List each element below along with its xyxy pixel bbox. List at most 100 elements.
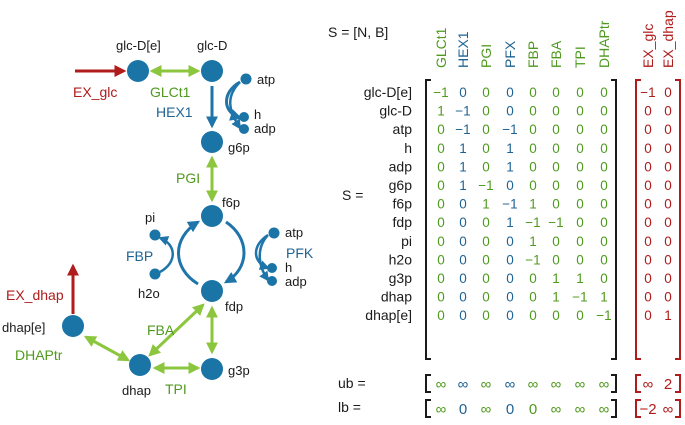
matrix-cell: 0 <box>482 252 490 267</box>
label-dhap-e: dhap[e] <box>2 320 45 335</box>
matrix-cell: 0 <box>600 141 608 156</box>
lb-b-value: ∞ <box>663 401 674 418</box>
dhaptr-arrow <box>83 335 131 362</box>
ub-value: ∞ <box>436 376 447 393</box>
lb-value: ∞ <box>481 401 492 418</box>
ub-left-bracket <box>425 374 431 393</box>
label-f6p: f6p <box>222 195 240 210</box>
matrix-cell: 0 <box>552 178 560 193</box>
label-glc-c: glc-D <box>197 38 227 53</box>
matrix-cell: 0 <box>506 308 514 323</box>
matrix-cell: 0 <box>482 271 490 286</box>
pfk-cofactor-arc-2 <box>258 234 270 282</box>
b-matrix-cell: 0 <box>664 271 672 286</box>
matrix-cell: 0 <box>600 178 608 193</box>
s-equals-label: S = <box>342 187 363 203</box>
row-label: g6p <box>389 177 413 193</box>
node-f6p <box>201 205 223 227</box>
matrix-cell: 0 <box>459 308 467 323</box>
matrix-cell: 0 <box>529 178 537 193</box>
ub-value: ∞ <box>551 376 562 393</box>
matrix-cell: 0 <box>576 178 584 193</box>
matrix-cell: 0 <box>437 290 445 305</box>
matrix-cell: 1 <box>482 197 490 212</box>
ub-b-value: 2 <box>664 376 672 393</box>
b-column-header: EX_glc <box>640 24 656 68</box>
matrix-brackets <box>425 79 681 418</box>
matrix-cell: 1 <box>506 141 514 156</box>
matrix-cell: 0 <box>529 104 537 119</box>
matrix-cell: 1 <box>576 271 584 286</box>
matrix-cell: 0 <box>437 215 445 230</box>
label-h-top: h <box>254 107 261 122</box>
row-label: h <box>404 140 412 156</box>
b-matrix-cell: 0 <box>664 197 672 212</box>
row-label: h2o <box>389 251 413 267</box>
row-label: glc-D <box>379 103 412 119</box>
b-matrix-cell: 0 <box>644 141 652 156</box>
lb-value: ∞ <box>599 401 610 418</box>
matrix-cell: 0 <box>529 290 537 305</box>
b-matrix-cell: 0 <box>644 197 652 212</box>
matrix-cell: 0 <box>437 234 445 249</box>
matrix-cell: 0 <box>552 122 560 137</box>
node-atp-mid <box>268 227 280 239</box>
fbp-arc <box>177 220 201 286</box>
matrix-cell: 0 <box>506 178 514 193</box>
ub-label: ub = <box>338 375 366 391</box>
matrix-cell: −1 <box>572 290 587 305</box>
b-matrix-cell: 0 <box>664 159 672 174</box>
matrix-cell: −1 <box>478 178 493 193</box>
node-h-top <box>239 112 249 122</box>
b-matrix-cell: 0 <box>644 178 652 193</box>
matrix-cell: 1 <box>459 159 467 174</box>
node-glc-c <box>201 60 223 82</box>
node-dhap-e <box>62 315 84 337</box>
matrix-cell: 1 <box>552 290 560 305</box>
matrix-cell: 1 <box>459 178 467 193</box>
matrix-cell: 0 <box>482 104 490 119</box>
matrix-cell: 0 <box>600 122 608 137</box>
matrix-cell: 0 <box>529 271 537 286</box>
row-label: dhap <box>381 289 412 305</box>
matrix-cell: 0 <box>459 234 467 249</box>
column-header: FBA <box>548 40 564 68</box>
b-matrix-cell: 0 <box>644 104 652 119</box>
b-matrix-cell: 0 <box>664 178 672 193</box>
column-header: HEX1 <box>455 31 471 68</box>
column-header: PGI <box>478 44 494 68</box>
node-adp-top <box>239 124 249 134</box>
matrix-cell: 0 <box>506 252 514 267</box>
matrix-cell: 0 <box>506 104 514 119</box>
matrix-cell: 1 <box>506 215 514 230</box>
row-label: dhap[e] <box>365 307 412 323</box>
matrix-cell: 0 <box>482 85 490 100</box>
ub-right-bracket <box>611 374 617 393</box>
label-fba: FBA <box>147 322 175 338</box>
label-tpi: TPI <box>165 381 187 397</box>
matrix-cell: −1 <box>525 252 540 267</box>
fbp-cofactor-arc <box>158 236 174 274</box>
b-right-bracket <box>675 79 681 360</box>
node-atp-top <box>240 73 252 85</box>
label-hex1: HEX1 <box>156 104 193 120</box>
row-label: adp <box>389 158 413 174</box>
matrix-cell: 0 <box>506 290 514 305</box>
lb-b-left-bracket <box>635 399 641 418</box>
lb-value: 0 <box>506 401 514 418</box>
label-fbp: FBP <box>126 248 153 264</box>
matrix-cell: 0 <box>437 271 445 286</box>
matrix-cell: 0 <box>482 159 490 174</box>
matrix-cell: 0 <box>437 122 445 137</box>
b-matrix-cell: 0 <box>664 85 672 100</box>
column-header: TPI <box>572 46 588 68</box>
hex1-cofactor-arc-2 <box>229 81 242 130</box>
b-column-header: EX_dhap <box>660 10 676 68</box>
matrix-cell: 1 <box>600 290 608 305</box>
matrix-cell: 0 <box>600 159 608 174</box>
matrix-cell: 0 <box>482 308 490 323</box>
b-matrix-cell: 0 <box>644 308 652 323</box>
